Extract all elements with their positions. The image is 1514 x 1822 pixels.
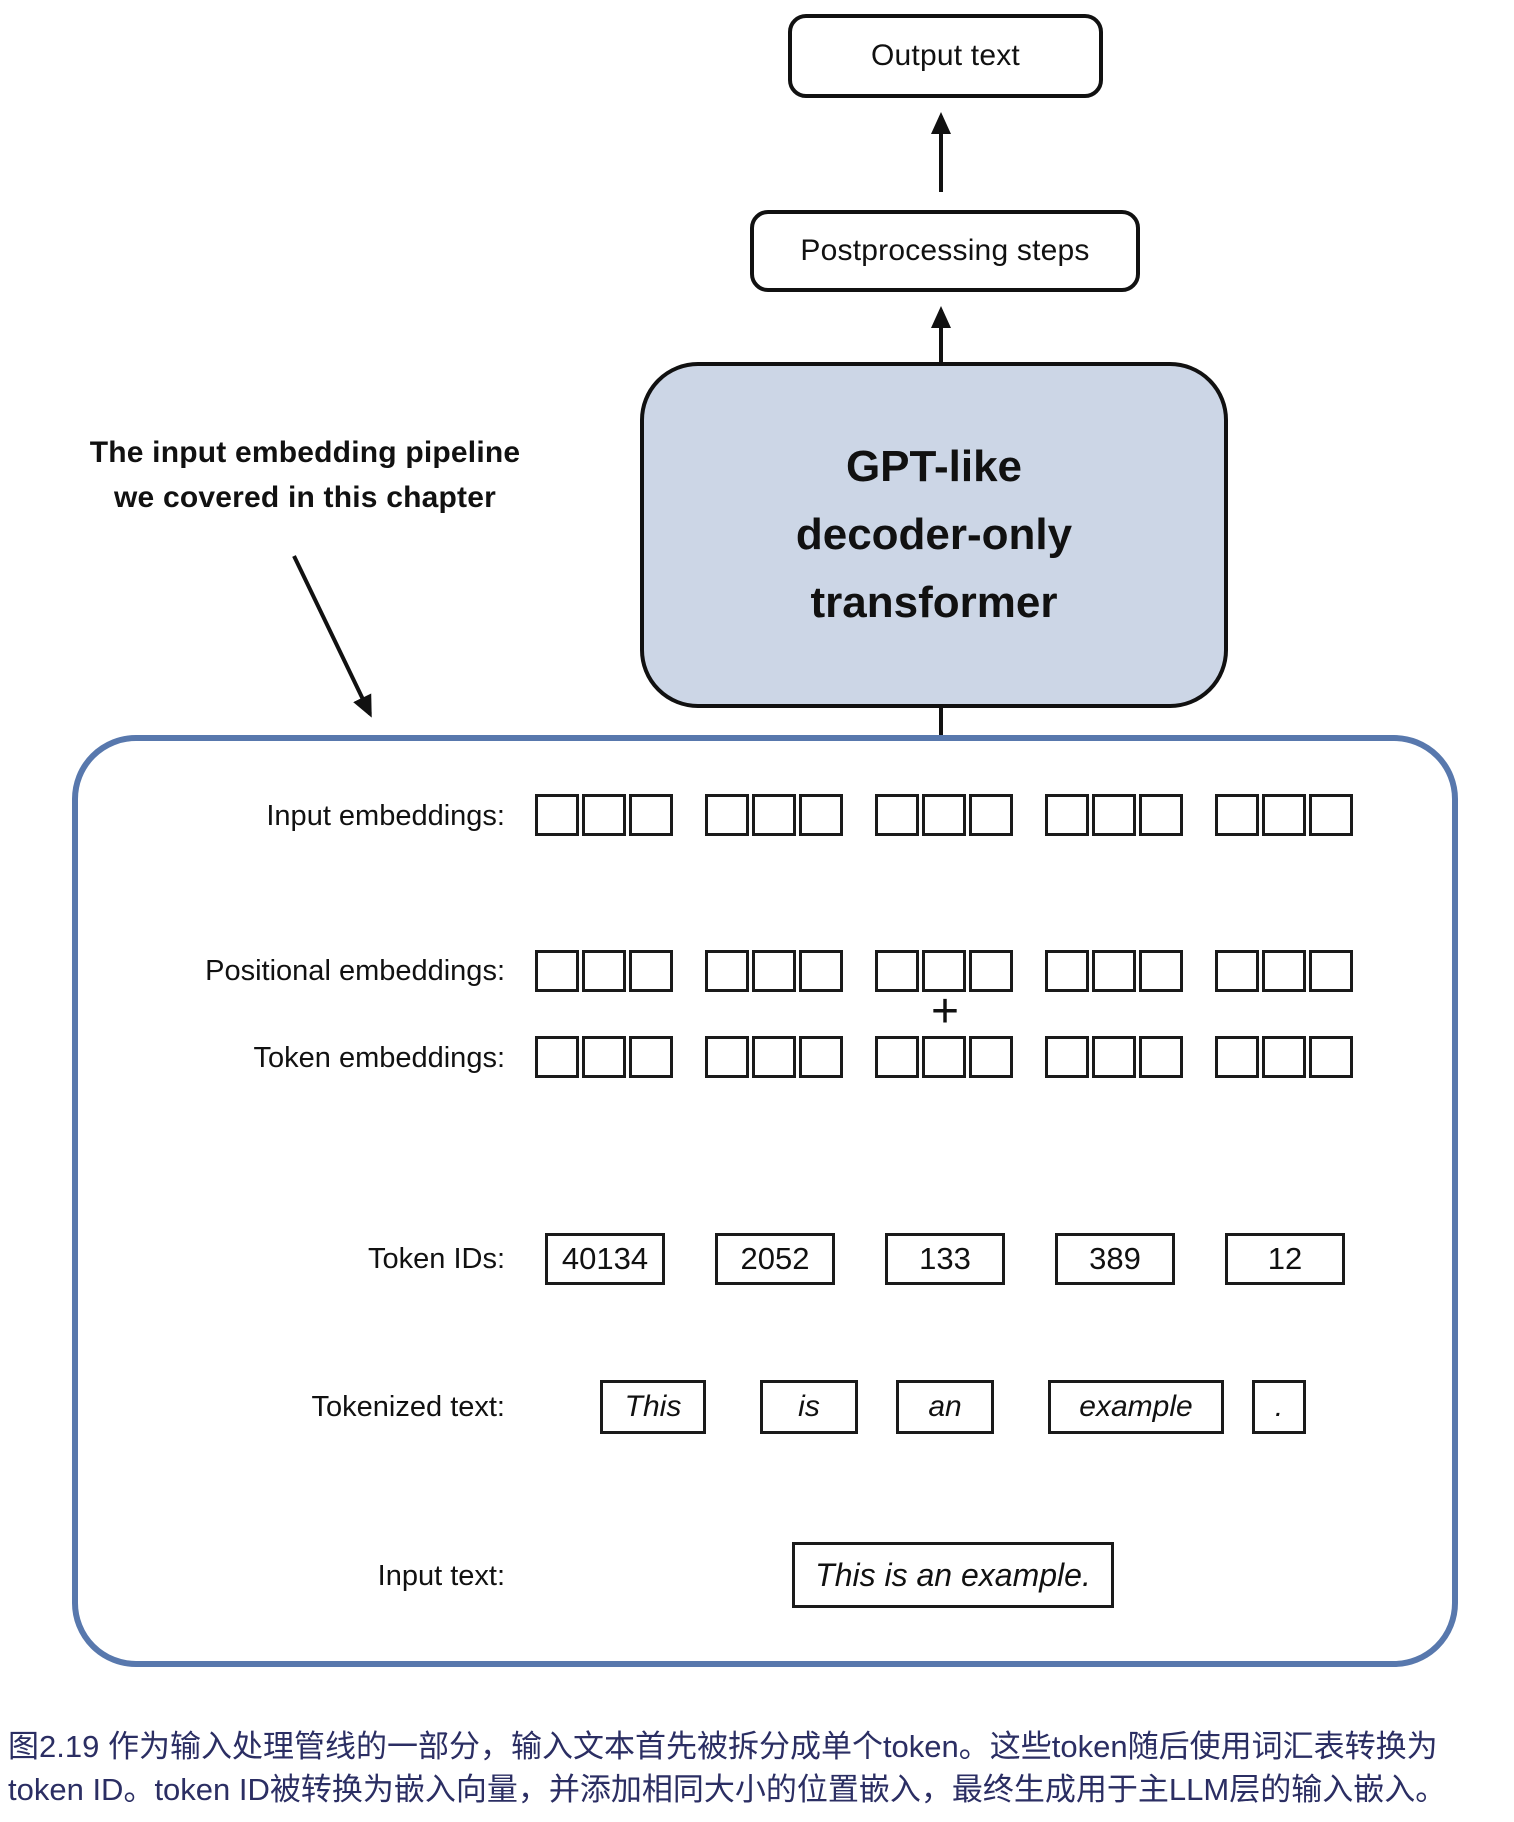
- vector-cell: [1045, 794, 1089, 836]
- vector-group: [1045, 794, 1183, 836]
- vector-cell: [1309, 794, 1353, 836]
- vector-cell: [969, 1036, 1013, 1078]
- vector-group: [705, 950, 843, 992]
- vector-cell: [629, 794, 673, 836]
- vector-cell: [629, 950, 673, 992]
- token-box: example: [1048, 1380, 1224, 1434]
- vector-cell: [582, 794, 626, 836]
- gpt-transformer-box: GPT-like decoder-only transformer: [640, 362, 1228, 708]
- input-embedding-pipeline-container: [72, 735, 1458, 1667]
- vector-cell: [922, 794, 966, 836]
- figure-caption-line-1: 图2.19 作为输入处理管线的一部分，输入文本首先被拆分成单个token。这些t…: [8, 1729, 1438, 1764]
- vector-cell: [799, 1036, 843, 1078]
- token-id-box: 40134: [545, 1233, 665, 1285]
- vector-cell: [1045, 1036, 1089, 1078]
- vector-cell: [969, 950, 1013, 992]
- vector-cell: [1092, 1036, 1136, 1078]
- vector-cell: [752, 1036, 796, 1078]
- token-box: an: [896, 1380, 994, 1434]
- vector-cell: [1045, 950, 1089, 992]
- vector-group: [535, 1036, 673, 1078]
- vector-group: [1045, 1036, 1183, 1078]
- token-box: is: [760, 1380, 858, 1434]
- vector-group: [705, 794, 843, 836]
- vector-group: [875, 1036, 1013, 1078]
- vector-cell: [922, 1036, 966, 1078]
- postprocessing-box: Postprocessing steps: [750, 210, 1140, 292]
- token-id-box: 389: [1055, 1233, 1175, 1285]
- vector-cell: [582, 950, 626, 992]
- token-ids-label: Token IDs:: [368, 1243, 505, 1275]
- vector-cell: [535, 1036, 579, 1078]
- gpt-box-line-3: transformer: [810, 578, 1058, 628]
- vector-cell: [875, 950, 919, 992]
- plus-sign: +: [930, 985, 960, 1038]
- token-box: This: [600, 1380, 706, 1434]
- vector-cell: [922, 950, 966, 992]
- input-text-value: This is an example.: [815, 1556, 1091, 1593]
- vector-cell: [1139, 794, 1183, 836]
- vector-group: [1045, 950, 1183, 992]
- vector-cell: [705, 950, 749, 992]
- vector-cell: [1262, 794, 1306, 836]
- annotation-line-1: The input embedding pipeline: [89, 436, 521, 469]
- vector-group: [875, 794, 1013, 836]
- vector-cell: [752, 950, 796, 992]
- positional-embeddings-vectors: [535, 950, 1353, 992]
- vector-group: [1215, 950, 1353, 992]
- vector-cell: [1139, 1036, 1183, 1078]
- vector-group: [535, 950, 673, 992]
- vector-group: [1215, 1036, 1353, 1078]
- positional-embeddings-label: Positional embeddings:: [205, 955, 505, 987]
- gpt-box-line-2: decoder-only: [795, 509, 1073, 559]
- vector-group: [875, 950, 1013, 992]
- vector-cell: [752, 794, 796, 836]
- vector-group: [705, 1036, 843, 1078]
- vector-cell: [1309, 950, 1353, 992]
- annotation-pointer-arrow: [292, 555, 372, 718]
- vector-cell: [969, 794, 1013, 836]
- token-embeddings-vectors: [535, 1036, 1353, 1078]
- annotation-line-2: we covered in this chapter: [114, 481, 496, 514]
- token-embeddings-label: Token embeddings:: [253, 1042, 506, 1074]
- output-text-box: Output text: [788, 14, 1103, 98]
- vector-cell: [1092, 950, 1136, 992]
- vector-cell: [1215, 950, 1259, 992]
- output-text-label: Output text: [871, 39, 1020, 72]
- vector-cell: [799, 950, 843, 992]
- input-embeddings-vectors: [535, 794, 1353, 836]
- vector-cell: [1092, 794, 1136, 836]
- vector-cell: [875, 1036, 919, 1078]
- vector-cell: [1262, 950, 1306, 992]
- vector-cell: [799, 794, 843, 836]
- input-text-label: Input text:: [377, 1560, 505, 1592]
- vector-cell: [875, 794, 919, 836]
- vector-cell: [705, 794, 749, 836]
- token-id-box: 12: [1225, 1233, 1345, 1285]
- input-embeddings-label: Input embeddings:: [266, 800, 505, 832]
- vector-cell: [1262, 1036, 1306, 1078]
- tokenized-text-label: Tokenized text:: [311, 1391, 505, 1423]
- vector-cell: [1309, 1036, 1353, 1078]
- vector-cell: [535, 794, 579, 836]
- vector-cell: [1215, 794, 1259, 836]
- token-box: .: [1252, 1380, 1306, 1434]
- vector-cell: [535, 950, 579, 992]
- token-id-box: 133: [885, 1233, 1005, 1285]
- vector-cell: [582, 1036, 626, 1078]
- vector-cell: [1215, 1036, 1259, 1078]
- annotation-note: The input embedding pipeline we covered …: [60, 430, 550, 520]
- vector-group: [535, 794, 673, 836]
- vector-cell: [629, 1036, 673, 1078]
- vector-cell: [1139, 950, 1183, 992]
- figure-caption-line-2: token ID。token ID被转换为嵌入向量，并添加相同大小的位置嵌入，最…: [8, 1772, 1447, 1807]
- input-text-box: This is an example.: [792, 1542, 1114, 1608]
- token-id-box: 2052: [715, 1233, 835, 1285]
- gpt-box-line-1: GPT-like: [845, 441, 1023, 491]
- postprocessing-label: Postprocessing steps: [800, 234, 1090, 267]
- vector-cell: [705, 1036, 749, 1078]
- vector-group: [1215, 794, 1353, 836]
